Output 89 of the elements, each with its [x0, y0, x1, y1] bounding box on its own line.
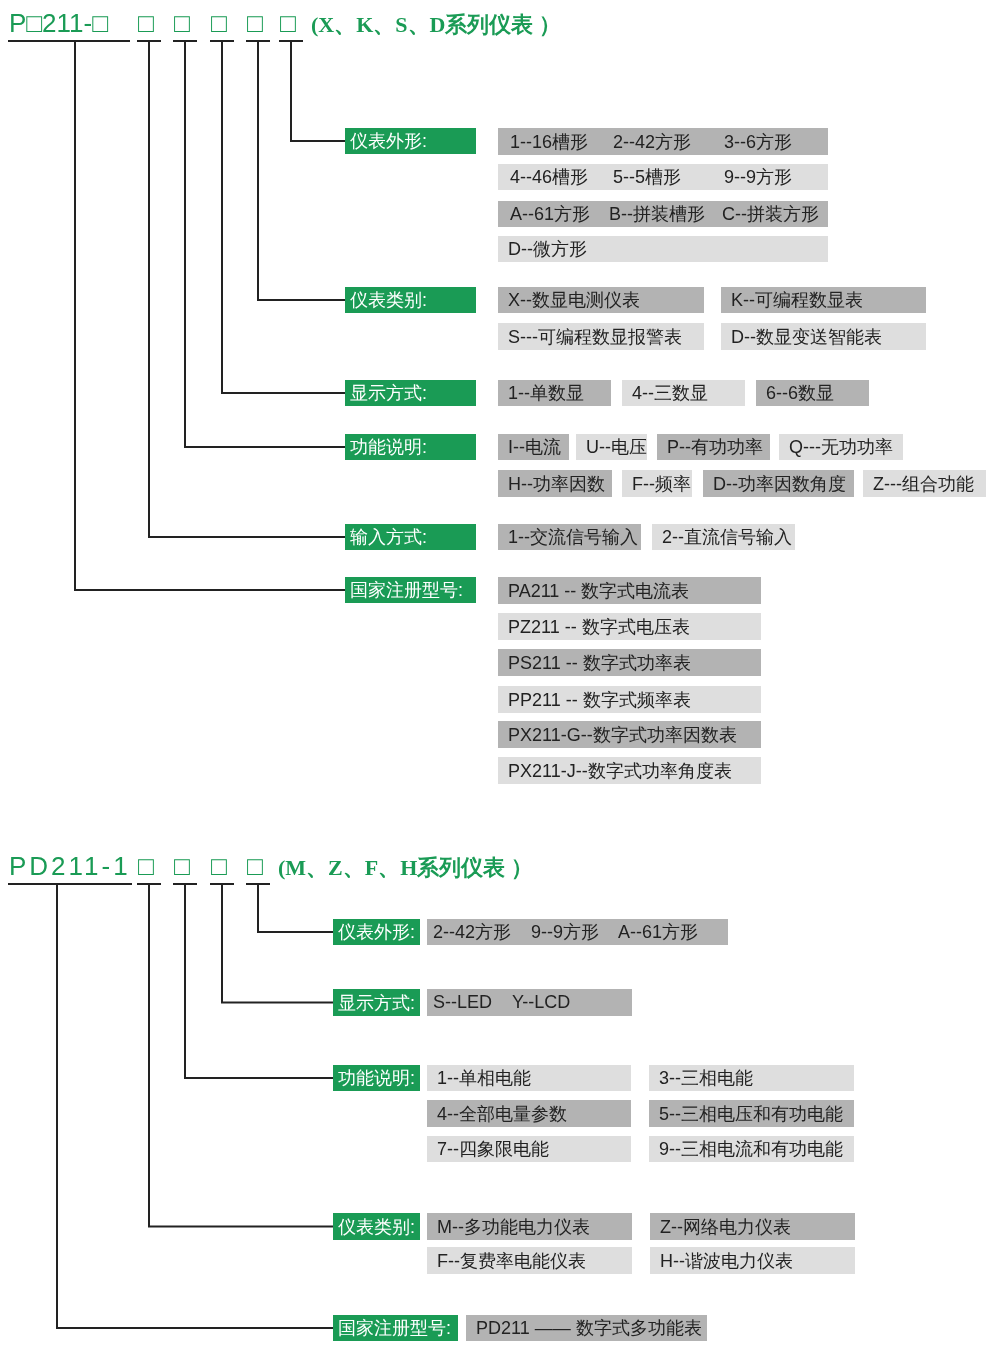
model-code: □: [210, 851, 234, 885]
option-box: PA211 -- 数字式电流表: [498, 577, 761, 604]
leader-line: [184, 41, 346, 448]
option-text: 2--42方形: [433, 921, 512, 944]
model-code: P□211-□: [8, 8, 130, 42]
option-box: D--功率因数角度: [703, 470, 854, 497]
option-box: U--电压: [576, 434, 647, 460]
category-tag: 输入方式:: [345, 524, 476, 550]
option-text: A--61方形: [618, 921, 698, 944]
model-code: □: [173, 8, 197, 42]
option-text: 3--6方形: [724, 130, 792, 154]
leader-line: [56, 884, 334, 1329]
option-box: D--数显变送智能表: [721, 323, 926, 350]
option-box: Z--网络电力仪表: [650, 1213, 855, 1240]
option-box: 6--6数显: [756, 380, 869, 406]
option-text: S--LED: [433, 991, 492, 1014]
option-box: H--功率因数: [498, 470, 612, 497]
option-text: Y--LCD: [512, 991, 571, 1014]
leader-line: [257, 884, 334, 933]
option-text: 4--46槽形: [510, 166, 589, 189]
series-note: (M、Z、F、H系列仪表 ）: [278, 854, 533, 882]
category-tag: 显示方式:: [345, 380, 476, 406]
option-text: C--拼装方形: [722, 203, 819, 226]
option-box: D--微方形: [498, 236, 828, 262]
model-code: □: [137, 8, 161, 42]
option-text: A--61方形: [510, 203, 590, 226]
leader-line: [257, 41, 346, 301]
option-box: 2--直流信号输入: [652, 524, 795, 550]
category-tag: 仪表外形:: [333, 919, 420, 945]
option-box: 4--三数显: [622, 380, 745, 406]
category-tag: 仪表类别:: [345, 287, 476, 313]
option-box: 1--单数显: [498, 380, 611, 406]
option-box: M--多功能电力仪表: [427, 1213, 632, 1240]
category-tag: 功能说明:: [333, 1065, 420, 1091]
option-box: PX211-G--数字式功率因数表: [498, 721, 761, 748]
option-text: 1--16槽形: [510, 130, 589, 154]
option-box: [498, 201, 828, 227]
leader-line: [221, 884, 334, 1004]
option-text: 9--9方形: [724, 166, 792, 189]
option-box: Q---无功功率: [779, 434, 903, 460]
option-box: PD211 —— 数字式多功能表: [466, 1315, 707, 1341]
option-text: 5--5槽形: [613, 166, 681, 189]
option-box: X--数显电测仪表: [498, 287, 704, 313]
option-box: PZ211 -- 数字式电压表: [498, 613, 761, 640]
option-box: F--复费率电能仪表: [427, 1247, 632, 1274]
category-tag: 国家注册型号:: [345, 577, 476, 603]
option-box: F--频率: [622, 470, 692, 497]
option-box: 1--交流信号输入: [498, 524, 641, 550]
option-text: B--拼装槽形: [609, 203, 705, 226]
model-code: □: [246, 8, 270, 42]
series-note: (X、K、S、D系列仪表 ）: [311, 11, 561, 39]
option-box: 1--单相电能: [427, 1065, 631, 1091]
model-code: □: [246, 851, 270, 885]
option-box: [427, 989, 632, 1016]
option-box: 9--三相电流和有功电能: [649, 1136, 854, 1162]
model-code: □: [279, 8, 303, 42]
leader-line: [148, 884, 334, 1228]
option-box: [498, 128, 828, 155]
leader-line: [148, 41, 346, 538]
leader-line: [184, 884, 334, 1079]
option-box: 4--全部电量参数: [427, 1100, 631, 1127]
option-box: Z---组合功能: [863, 470, 986, 497]
option-box: 7--四象限电能: [427, 1136, 631, 1162]
model-code: PD211-1: [8, 851, 132, 885]
option-text: 2--42方形: [613, 130, 692, 154]
model-code: □: [210, 8, 234, 42]
option-box: PP211 -- 数字式频率表: [498, 686, 761, 713]
option-text: 9--9方形: [531, 921, 599, 944]
option-box: 3--三相电能: [649, 1065, 854, 1091]
option-box: 5--三相电压和有功电能: [649, 1100, 854, 1127]
option-box: K--可编程数显表: [721, 287, 926, 313]
leader-line: [290, 41, 346, 142]
option-box: P--有功功率: [657, 434, 770, 460]
option-box: I--电流: [498, 434, 569, 460]
category-tag: 国家注册型号:: [333, 1315, 458, 1341]
model-code: □: [173, 851, 197, 885]
option-box: [427, 919, 728, 945]
category-tag: 仪表类别:: [333, 1213, 420, 1240]
option-box: H--谐波电力仪表: [650, 1247, 855, 1274]
option-box: [498, 164, 828, 190]
leader-line: [74, 41, 346, 591]
category-tag: 仪表外形:: [345, 128, 476, 154]
option-box: S---可编程数显报警表: [498, 323, 704, 350]
model-code: □: [137, 851, 161, 885]
option-box: PS211 -- 数字式功率表: [498, 649, 761, 676]
category-tag: 功能说明:: [345, 434, 476, 460]
category-tag: 显示方式:: [333, 989, 420, 1016]
option-box: PX211-J--数字式功率角度表: [498, 757, 761, 784]
leader-line: [221, 41, 346, 394]
